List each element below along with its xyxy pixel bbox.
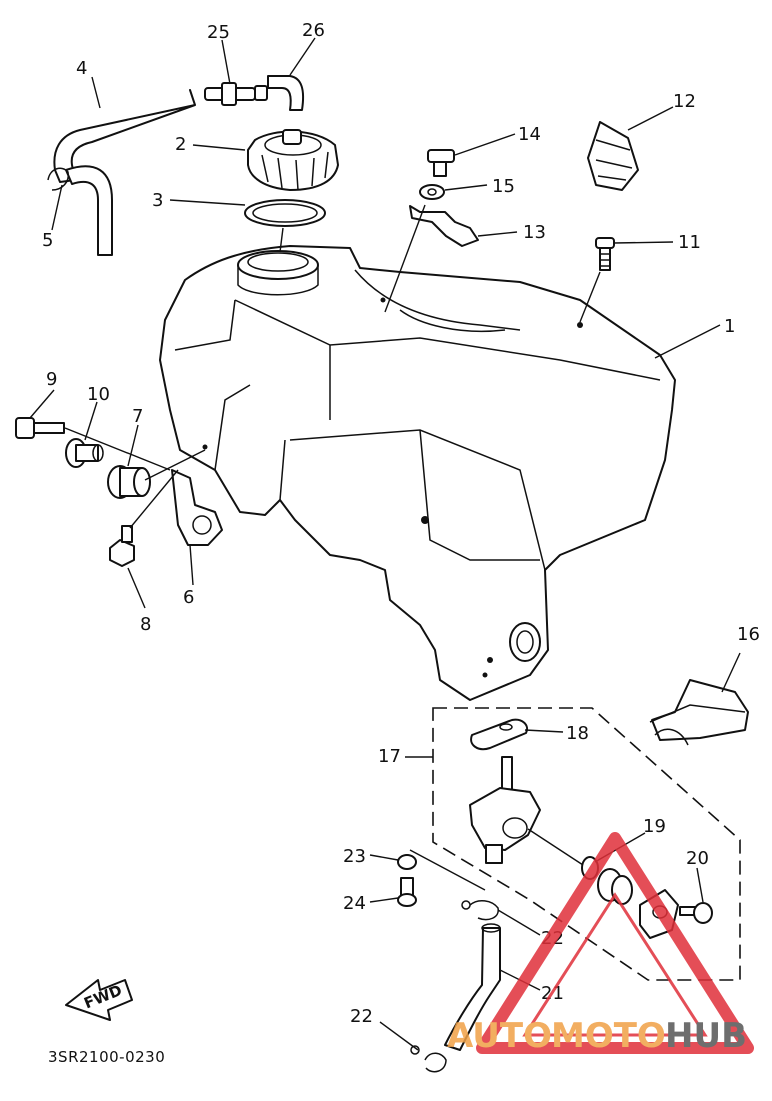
callout-5: 5 <box>42 230 53 251</box>
callout-7: 7 <box>132 406 143 427</box>
callout-14: 14 <box>518 124 541 145</box>
callout-18: 18 <box>566 723 589 744</box>
callout-16: 16 <box>737 624 760 645</box>
washer-15 <box>419 184 445 200</box>
callout-9: 9 <box>46 369 57 390</box>
callout-19: 19 <box>643 816 666 837</box>
fwd-arrow-icon: FWD <box>65 979 133 1021</box>
callout-11: 11 <box>678 232 701 253</box>
callout-3: 3 <box>152 190 163 211</box>
bracket-6 <box>171 469 223 546</box>
callout-25: 25 <box>207 22 230 43</box>
hose-clip-22b <box>410 1045 447 1073</box>
callout-26: 26 <box>302 20 325 41</box>
automotohub-watermark: AUTO MOTO HUB <box>447 832 754 1056</box>
damper-12 <box>587 121 639 191</box>
callout-20: 20 <box>686 848 709 869</box>
callout-12: 12 <box>673 91 696 112</box>
callout-13: 13 <box>523 222 546 243</box>
hose-clip <box>47 167 70 191</box>
fuel-hose-21 <box>444 923 501 1051</box>
callout-15: 15 <box>492 176 515 197</box>
fuel-cap <box>247 129 339 191</box>
warning-triangle-icon <box>476 832 754 1054</box>
petcock-gasket-18 <box>470 718 528 751</box>
screw-24 <box>397 877 417 907</box>
screw-11 <box>595 237 615 271</box>
fuel-tank <box>159 245 676 701</box>
cap-gasket <box>244 199 326 227</box>
diagram-code: 3SR2100-0230 <box>48 1048 165 1066</box>
callout-labels: 1 2 3 4 5 6 7 8 9 10 11 12 13 14 15 16 1… <box>42 20 760 1027</box>
callout-4: 4 <box>76 58 87 79</box>
breather-elbow-hose <box>267 75 305 111</box>
washer-23 <box>397 854 417 870</box>
damper-16 <box>649 679 749 746</box>
hose-clip-22a <box>461 900 499 921</box>
bolt-14 <box>427 149 455 177</box>
bracket-13 <box>409 205 479 247</box>
callout-17: 17 <box>378 746 401 767</box>
watermark-text-hub: HUB <box>665 1016 747 1056</box>
grommet-7 <box>107 465 151 499</box>
callout-leaders <box>29 37 741 1051</box>
watermark-text-auto: AUTO <box>447 1016 552 1056</box>
callout-1: 1 <box>724 316 735 337</box>
callout-8: 8 <box>140 614 151 635</box>
bolt-8 <box>109 525 135 567</box>
breather-fitting <box>204 82 268 106</box>
callout-24: 24 <box>343 893 366 914</box>
fuel-petcock <box>469 756 541 864</box>
lever-seal <box>597 868 633 905</box>
collar-10 <box>65 438 104 468</box>
callout-22-lower: 22 <box>350 1006 373 1027</box>
bolt-9 <box>15 417 65 439</box>
watermark-text-moto: MOTO <box>551 1016 666 1056</box>
breather-hose <box>53 89 196 256</box>
callout-23: 23 <box>343 846 366 867</box>
callout-10: 10 <box>87 384 110 405</box>
callout-6: 6 <box>183 587 194 608</box>
callout-2: 2 <box>175 134 186 155</box>
screw-20 <box>679 902 713 924</box>
